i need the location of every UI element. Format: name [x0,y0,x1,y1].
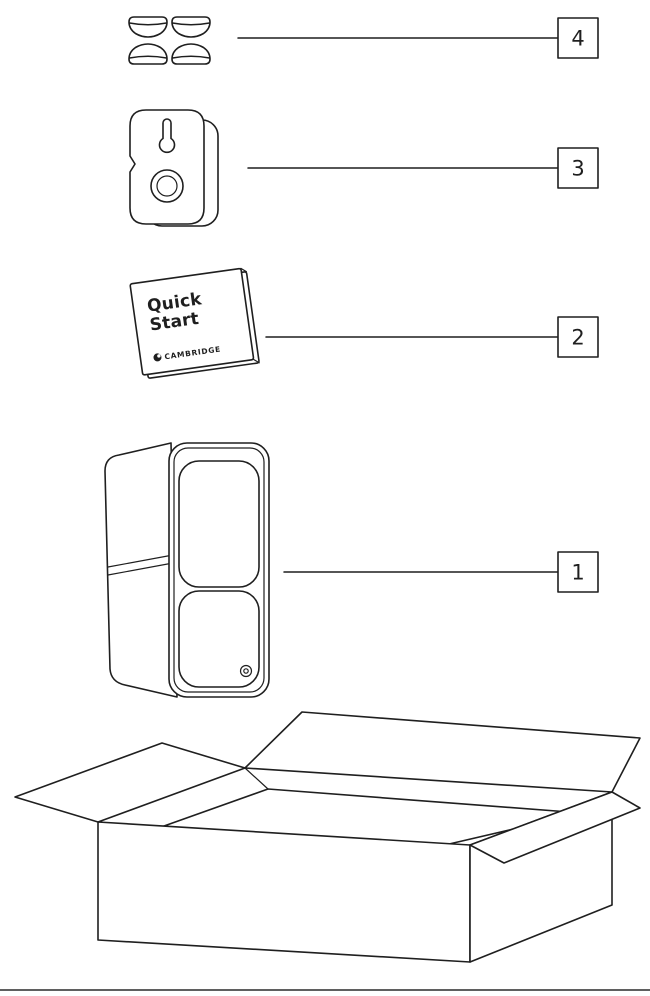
speaker-seam-line [107,554,174,568]
callout-1: 1 [283,551,599,593]
booklet-page-edge [253,358,260,364]
bracket-front-plate [129,109,205,225]
box-right-flap [469,791,641,864]
box-left-flap [14,742,246,823]
callout-box-4 [557,17,599,59]
speaker-illustration [104,442,270,698]
callout-number-4: 4 [571,27,584,51]
rubber-foot [128,16,168,38]
callout-number-1: 1 [571,561,584,585]
rubber-foot [171,16,211,38]
rubber-foot [171,43,211,65]
box-illustration [14,711,641,963]
speaker-logo-badge-icon [239,664,253,678]
speaker-side-panel [104,442,178,698]
callout-4: 4 [237,17,599,59]
callout-box-2 [557,316,599,358]
quick-start-booklet-illustration: Quick Start CAMBRIDGE [129,267,260,379]
callout-number-2: 2 [571,326,584,350]
box-front-wall [97,821,471,963]
rubber-foot [128,43,168,65]
box-back-flap [244,711,641,793]
box-inner-corner [244,767,269,790]
wall-bracket-illustration [129,109,219,227]
callout-box-3 [557,147,599,189]
bracket-mounting-hole [150,169,184,203]
callout-2: 2 [265,316,599,358]
cambridge-logo-icon [153,353,162,362]
speaker-lower-driver [178,590,260,688]
callout-3: 3 [247,147,599,189]
callout-number-3: 3 [571,157,584,181]
bracket-keyhole-slot [158,118,176,154]
speaker-front-bevel [173,447,265,693]
booklet-page-edge [240,267,248,273]
rubber-feet-illustration [128,16,211,65]
bracket-mounting-hole-inner [156,175,178,197]
speaker-seam-line [107,562,174,576]
callout-box-1 [557,551,599,593]
booklet-cover [129,267,255,376]
speaker-upper-driver [178,460,260,588]
